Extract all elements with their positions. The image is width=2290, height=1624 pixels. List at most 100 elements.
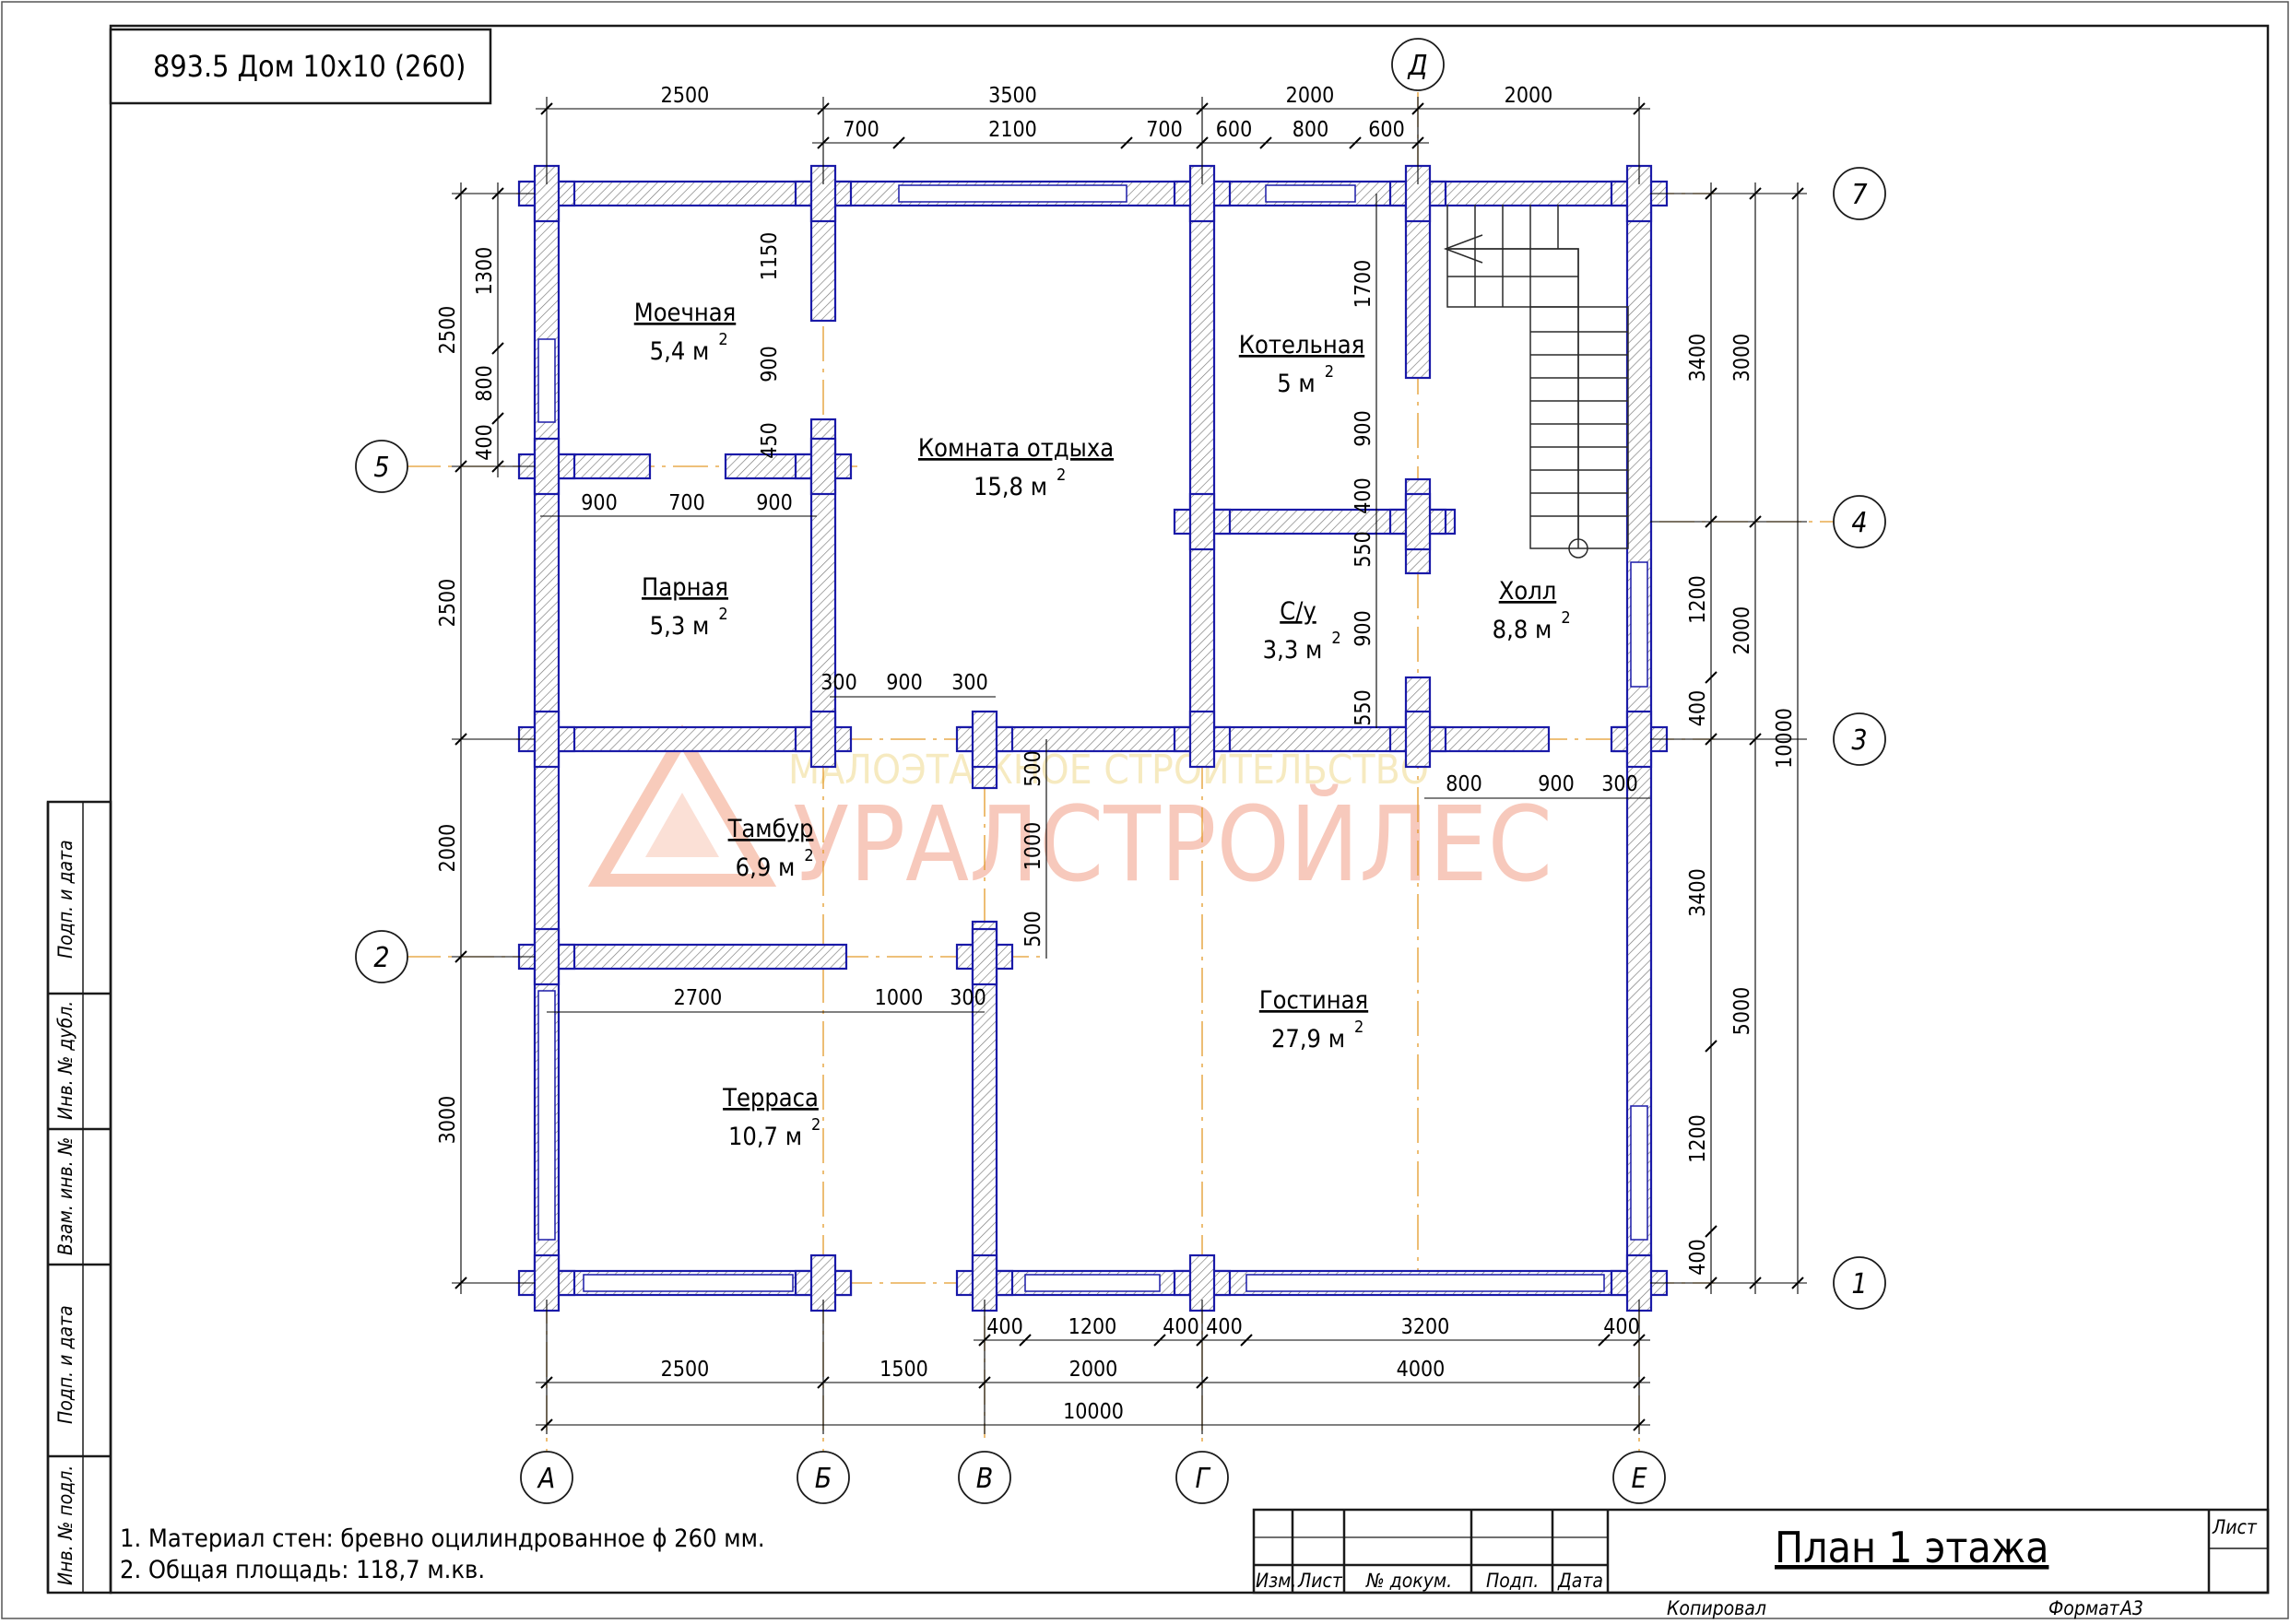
log-corner — [809, 710, 837, 769]
dim-text: 1200 — [1686, 1114, 1710, 1163]
tb-sheet-label: Лист — [2212, 1516, 2258, 1538]
dim-text: 550 — [1352, 689, 1375, 726]
axis-bubble: А — [520, 1451, 573, 1504]
dim-text: 900 — [886, 671, 923, 695]
stamp-replace-no: Взам. инв. № — [54, 1137, 77, 1255]
stamp-sign-date-2: Подп. и дата — [54, 1305, 77, 1424]
room-area-sup: 2 — [1561, 608, 1570, 628]
axis-label: 5 — [373, 452, 389, 484]
dim-text: 3000 — [436, 1096, 460, 1145]
dim-text: 600 — [1368, 118, 1405, 142]
dim-text: 3500 — [988, 84, 1037, 108]
dim-text: 900 — [1352, 410, 1375, 447]
tb-col-sign: Подп. — [1486, 1570, 1539, 1592]
dim-text: 1200 — [1686, 575, 1710, 624]
dim-text: 300 — [951, 671, 988, 695]
dim-text: 3200 — [1401, 1315, 1450, 1339]
dim-text: 900 — [1538, 772, 1575, 796]
tb-format: Формат — [2048, 1597, 2120, 1619]
room-area: 27,9 м — [1271, 1025, 1345, 1053]
log-corner — [1404, 710, 1432, 769]
wall — [545, 725, 825, 753]
axis-label: Б — [815, 1463, 832, 1495]
dim-text: 400 — [1686, 1239, 1710, 1276]
log-corner — [1188, 492, 1216, 551]
note-2: 2. Общая площадь: 118,7 м.кв. — [120, 1556, 485, 1584]
room-area-sup: 2 — [811, 1115, 820, 1135]
log-corner — [809, 437, 837, 496]
dim-text: 600 — [1216, 118, 1253, 142]
axis-bubble: 3 — [1833, 712, 1886, 766]
stamp-orig-no: Инв. № подл. — [54, 1465, 77, 1585]
room-name: Парная — [642, 573, 728, 602]
note-1: 1. Материал стен: бревно оцилиндрованное… — [120, 1524, 765, 1553]
log-corner — [533, 437, 561, 496]
dim-tick — [1259, 136, 1272, 149]
dim-text: 2000 — [436, 824, 460, 873]
dim-text: 2500 — [436, 306, 460, 355]
title-block: Изм. Лист № докум. Подп. Дата Лист План … — [1252, 1508, 2270, 1619]
wall — [957, 725, 1551, 753]
dim-text: 500 — [1021, 750, 1045, 787]
staircase — [1443, 205, 1629, 559]
dim-text: 2500 — [661, 84, 710, 108]
dim-text: 10000 — [1063, 1400, 1124, 1424]
dim-text: 1500 — [879, 1358, 928, 1382]
watermark: МАЛОЭТАЖНОЕ СТРОИТЕЛЬСТВО УРАЛСТРОЙЛЕС — [587, 724, 1552, 905]
axis-label: 7 — [1851, 179, 1867, 211]
room-name: Гостиная — [1259, 986, 1368, 1015]
dim-text: 5000 — [1730, 987, 1754, 1036]
dim-text: 3000 — [1730, 334, 1754, 382]
wall — [545, 943, 848, 971]
window — [583, 1274, 794, 1292]
dim-text: 400 — [1352, 477, 1375, 514]
dim-tick — [1153, 1334, 1166, 1347]
log-corner — [1404, 492, 1432, 551]
dim-tick — [491, 342, 504, 355]
window — [1245, 1274, 1605, 1292]
dim-text: 900 — [758, 346, 782, 382]
log-corner — [971, 710, 998, 769]
axis-label: А — [537, 1463, 555, 1495]
dim-text: 400 — [473, 424, 497, 461]
dim-text: 700 — [668, 491, 705, 515]
axis-bubble: Г — [1175, 1451, 1229, 1504]
dim-tick — [1705, 671, 1718, 684]
dim-text: 400 — [1206, 1315, 1243, 1339]
room-area: 5,4 м — [650, 337, 710, 366]
dim-text: 500 — [1021, 911, 1045, 947]
room-area-sup: 2 — [1331, 629, 1340, 648]
axis-label: 1 — [1851, 1268, 1867, 1300]
dim-text: 2500 — [436, 579, 460, 628]
tb-col-doc: № докум. — [1365, 1570, 1452, 1592]
dim-text: 2100 — [988, 118, 1037, 142]
dim-text: 550 — [1352, 531, 1375, 568]
axis-bubble: Д — [1391, 38, 1445, 91]
window — [898, 184, 1127, 203]
dim-text: 1300 — [473, 247, 497, 296]
stamp-dup-no: Инв. № дубл. — [54, 1001, 77, 1120]
notes: 1. Материал стен: бревно оцилиндрованное… — [120, 1524, 765, 1584]
dim-text: 2000 — [1286, 84, 1335, 108]
room-name: Холл — [1499, 577, 1557, 606]
dim-tick — [1240, 1334, 1253, 1347]
log-corner — [1188, 710, 1216, 769]
log-corner — [1625, 710, 1653, 769]
dim-tick — [491, 412, 504, 425]
tb-col-date: Дата — [1557, 1570, 1603, 1592]
dim-text: 400 — [1686, 690, 1710, 727]
axis-bubble: 5 — [355, 440, 408, 493]
dim-tick — [892, 136, 905, 149]
dim-text: 400 — [986, 1315, 1023, 1339]
window — [537, 990, 556, 1241]
dim-text: 400 — [1163, 1315, 1199, 1339]
sheet-title: План 1 этажа — [1775, 1523, 2048, 1572]
room-area: 6,9 м — [736, 853, 796, 882]
watermark-logo — [587, 724, 777, 887]
